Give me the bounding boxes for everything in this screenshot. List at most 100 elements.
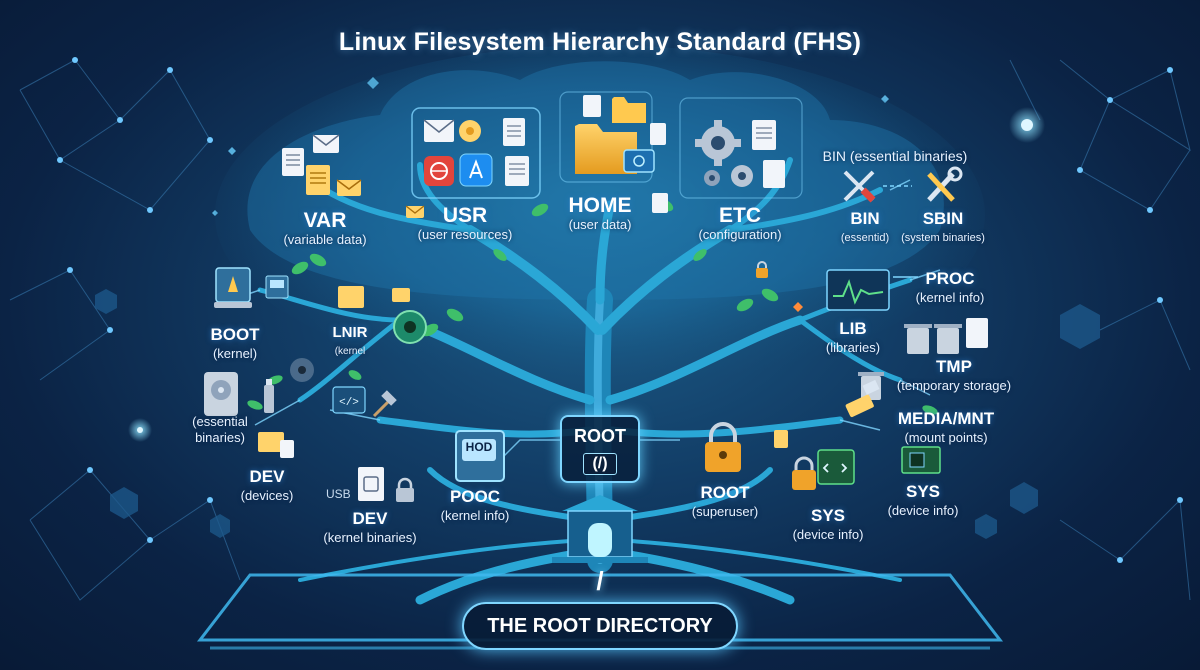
node-var: VAR (variable data) — [270, 210, 380, 248]
node-etc-name: ETC — [719, 204, 761, 227]
chip-icon — [901, 446, 941, 474]
code-icon: </> — [332, 386, 366, 414]
node-dev-center-desc: (kernel binaries) — [323, 530, 417, 545]
usb-icon — [264, 379, 274, 413]
node-dev-left: DEV (devices) — [232, 466, 302, 504]
svg-text:</>: </> — [339, 397, 359, 409]
node-lib-name: LIB — [839, 319, 867, 338]
document-icon — [503, 118, 525, 146]
node-sys-center-name: SYS — [810, 506, 846, 525]
etc-panel — [679, 97, 803, 199]
node-essential: (essential binaries) — [190, 414, 250, 446]
node-tmp: TMP (temporary storage) — [888, 356, 1020, 394]
node-lib: LIB (libraries) — [818, 318, 888, 356]
node-tmp-desc: (temporary storage) — [896, 378, 1012, 393]
hdd-icon — [265, 275, 289, 299]
mail-icon — [405, 205, 425, 218]
node-boot-name: BOOT — [210, 325, 260, 344]
folder-icon — [258, 432, 284, 452]
node-sys-right-desc: (device info) — [887, 503, 959, 518]
folder-icon — [575, 124, 637, 174]
document-icon — [752, 120, 776, 150]
folder-icon — [338, 286, 364, 308]
document-icon — [583, 95, 601, 117]
node-bin-name: BIN — [850, 209, 880, 228]
node-etc-desc: (configuration) — [698, 227, 782, 242]
document-icon — [505, 156, 529, 186]
connector-lines — [229, 179, 941, 461]
node-dev-center: DEV (kernel binaries) — [320, 508, 420, 546]
hdd-icon — [455, 430, 505, 482]
node-lib-desc: (libraries) — [825, 340, 881, 355]
root-node-title: ROOT — [574, 426, 626, 446]
node-dev-center-name: DEV — [352, 509, 388, 528]
gear-icon — [704, 170, 720, 186]
gear-icon — [731, 165, 753, 187]
node-etc: ETC (configuration) — [690, 205, 790, 243]
node-var-name: VAR — [303, 209, 347, 232]
mail-icon — [312, 134, 340, 153]
hammer-icon — [372, 390, 397, 418]
node-usr-name: USR — [442, 204, 488, 227]
node-pooc: POOC (kernel info) — [430, 486, 520, 524]
node-dev-left-desc: (devices) — [240, 488, 294, 503]
diagram-title: Linux Filesystem Hierarchy Standard (FHS… — [338, 28, 862, 56]
document-icon — [358, 467, 384, 501]
lock-icon — [705, 422, 741, 472]
trash-icon — [904, 324, 932, 354]
node-sbin-desc: (system binaries) — [901, 232, 985, 244]
node-lnir-desc: (kernel — [334, 346, 366, 357]
node-media-desc: (mount points) — [904, 430, 988, 445]
node-sys-right: SYS (device info) — [878, 481, 968, 519]
gear-icon — [290, 358, 314, 382]
document-icon — [966, 318, 988, 348]
lock-icon — [792, 456, 816, 490]
node-sys-right-name: SYS — [905, 482, 941, 501]
node-sys-center-desc: (device info) — [792, 527, 864, 542]
usb-icon — [845, 379, 880, 418]
node-proc-desc: (kernel info) — [915, 290, 985, 305]
gate-icon — [552, 495, 648, 563]
node-dev-left-name: DEV — [249, 467, 285, 486]
trash-icon — [934, 324, 962, 354]
node-usr: USR (user resources) — [410, 205, 520, 243]
document-icon — [306, 165, 330, 195]
node-essential-line1: (essential — [192, 414, 248, 429]
monitor-icon — [214, 267, 252, 308]
gear-icon — [695, 120, 741, 166]
node-var-desc: (variable data) — [283, 232, 367, 247]
node-essential-line2: binaries) — [195, 430, 245, 445]
node-boot-desc: (kernel) — [212, 346, 258, 361]
lock-icon — [396, 477, 414, 502]
root-directory-banner: THE ROOT DIRECTORY — [462, 602, 738, 650]
monitor-icon — [623, 149, 655, 173]
folder-icon — [612, 97, 646, 123]
gear-icon — [459, 120, 481, 142]
node-boot: BOOT (kernel) — [200, 324, 270, 362]
wrench-icon — [927, 166, 963, 202]
root-node: ROOT (/) — [560, 415, 640, 483]
gear-icon — [393, 310, 427, 344]
node-lnir: LNIR (kernel — [320, 322, 380, 360]
document-icon — [763, 160, 785, 188]
node-root-user-name: ROOT — [700, 483, 750, 502]
bin-header-text: BIN (essential binaries) — [822, 148, 968, 164]
hdd-label: HOD — [466, 440, 493, 454]
browser-icon — [424, 156, 454, 186]
monitor-icon — [826, 269, 890, 311]
screwdriver-icon — [843, 170, 876, 203]
usb-label: USB — [326, 487, 351, 501]
node-bin: BIN (essentid) — [830, 208, 900, 246]
lock-icon — [756, 261, 768, 278]
node-home-desc: (user data) — [568, 217, 632, 232]
node-sys-center: SYS (device info) — [782, 505, 874, 543]
document-icon — [650, 123, 666, 145]
node-usr-desc: (user resources) — [417, 227, 513, 242]
node-sbin: SBIN (system binaries) — [893, 208, 993, 246]
node-pooc-name: POOC — [449, 487, 501, 506]
node-home-name: HOME — [568, 194, 632, 217]
bin-header: BIN (essential binaries) — [820, 148, 970, 164]
node-bin-desc: (essentid) — [840, 232, 890, 244]
node-proc: PROC (kernel info) — [910, 268, 990, 306]
